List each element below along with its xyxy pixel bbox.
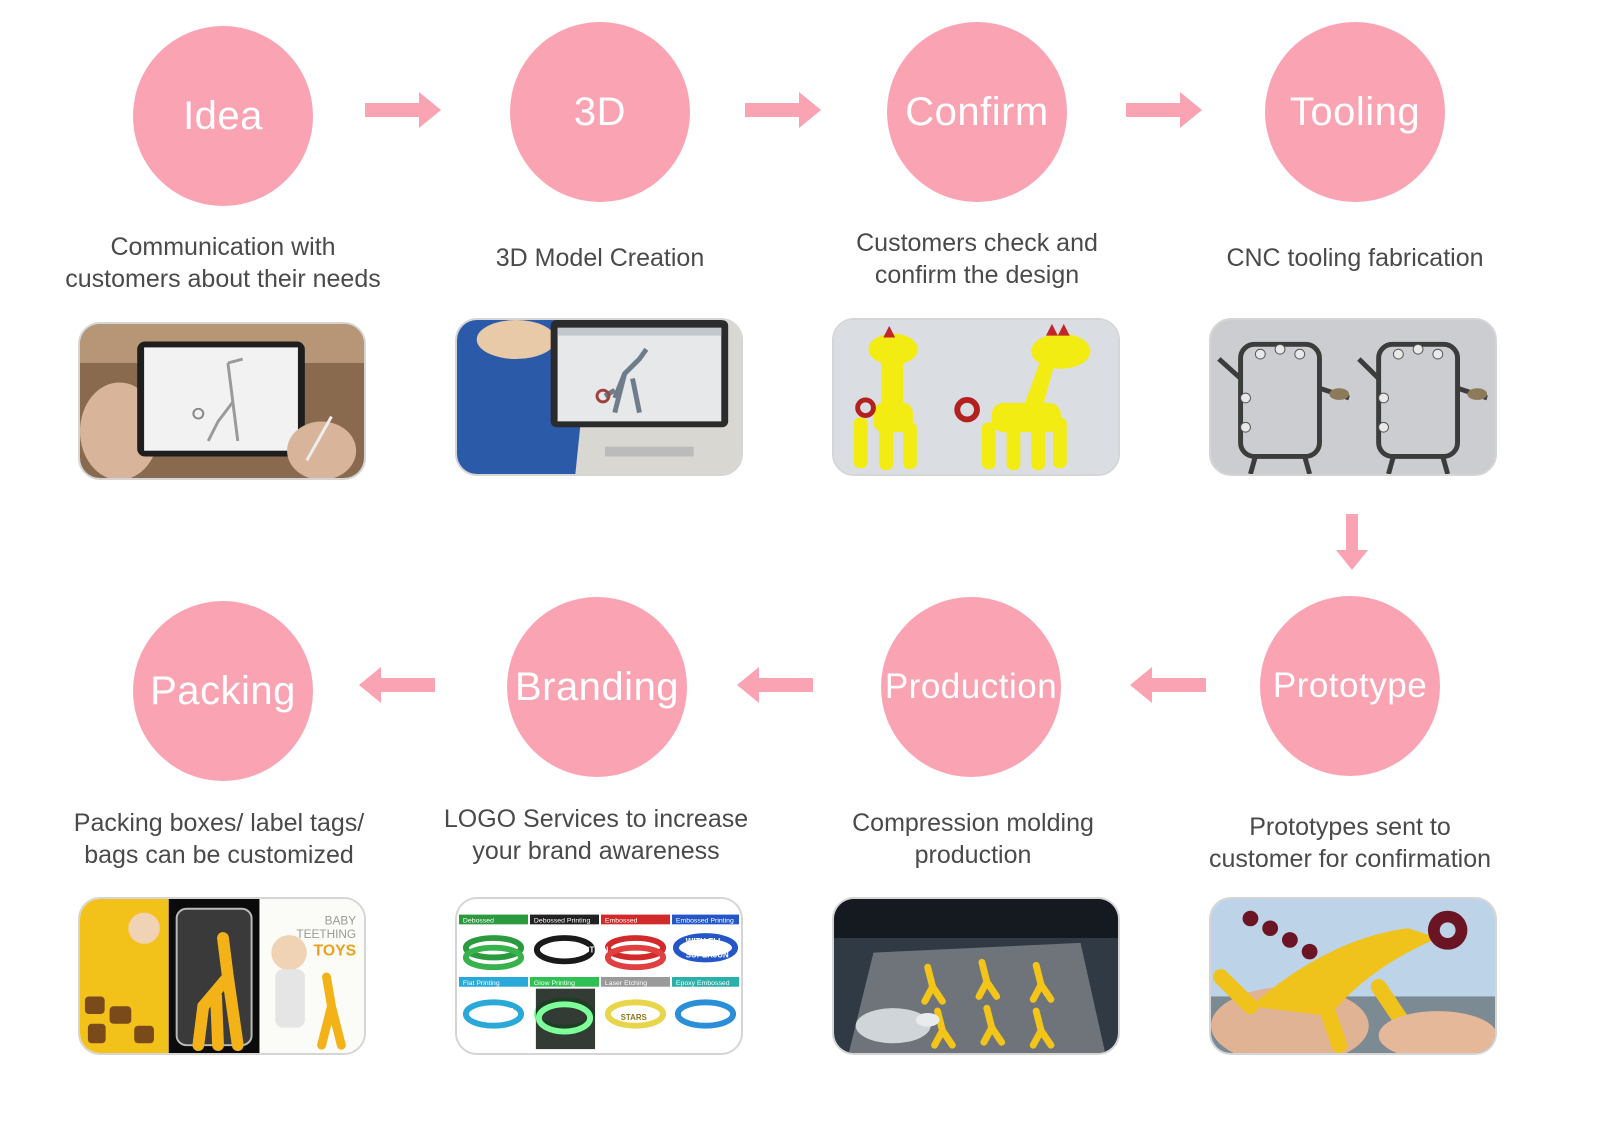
packaging-photo: BABY TEETHING TOYS [78, 897, 366, 1055]
wristband-label: Embossed [605, 917, 638, 924]
step-title: Prototype [1272, 666, 1428, 705]
description-line: Compression molding [852, 809, 1094, 837]
arrow-right-icon [745, 92, 821, 128]
wristband-label: Flat Printing [463, 980, 500, 987]
step-title: 3D [573, 89, 627, 134]
step-description-production: Compression molding production [783, 807, 1163, 871]
step-description-tooling: CNC tooling fabrication [1165, 242, 1545, 274]
packaging-text: TEETHING [296, 928, 356, 941]
step-title: Production [884, 667, 1058, 706]
description-line: Packing boxes/ label tags/ [73, 809, 365, 837]
wristband-text: ONE LIVE [477, 1007, 514, 1016]
step-title: Packing [150, 668, 296, 713]
description-line: Prototypes sent to [1249, 813, 1451, 841]
wristband-label: Debossed [463, 917, 494, 924]
description-line: 3D Model Creation [495, 244, 705, 272]
step-description-branding: LOGO Services to increase your brand awa… [406, 803, 786, 867]
description-line: LOGO Services to increase [443, 805, 749, 833]
wristband-label: Debossed Printing [534, 917, 591, 924]
description-line: production [914, 841, 1032, 869]
step-circle-idea: Idea [133, 26, 313, 206]
wristband-text: SUPERJUN [686, 951, 729, 960]
step-title: Confirm [905, 89, 1049, 134]
packaging-text: BABY [325, 914, 357, 927]
arrow-right-icon [1126, 92, 1202, 128]
molding-tray-photo [832, 897, 1120, 1055]
step-title: Tooling [1289, 89, 1421, 134]
description-line: Customers check and [856, 229, 1098, 257]
wristband-text: WITH ELI [686, 937, 721, 946]
arrow-left-icon [359, 667, 435, 703]
step-description-confirm: Customers check and confirm the design [787, 227, 1167, 291]
prototype-hand-photo [1209, 897, 1497, 1055]
tablet-sketch-photo [78, 322, 366, 480]
step-circle-branding: Branding [507, 597, 687, 777]
step-description-packing: Packing boxes/ label tags/ bags can be c… [29, 807, 409, 871]
wristband-label: Laser Etching [605, 980, 647, 987]
arrow-left-icon [1130, 667, 1206, 703]
description-line: bags can be customized [84, 841, 354, 869]
step-description-prototype: Prototypes sent to customer for confirma… [1160, 811, 1540, 875]
step-circle-packing: Packing [133, 601, 313, 781]
step-description-3d: 3D Model Creation [410, 242, 790, 274]
wristband-text: STARS [621, 1013, 647, 1022]
wristband-text: ONE DIRECTION [546, 946, 609, 955]
step-circle-3d: 3D [510, 22, 690, 202]
steel-mold-photo [1209, 318, 1497, 476]
description-line: CNC tooling fabrication [1226, 244, 1484, 272]
step-circle-production: Production [881, 597, 1061, 777]
description-line: customers about their needs [65, 265, 381, 293]
arrow-left-icon [737, 667, 813, 703]
wristband-label: Glow Printing [534, 980, 575, 987]
cad-monitor-photo [455, 318, 743, 476]
step-circle-tooling: Tooling [1265, 22, 1445, 202]
step-circle-confirm: Confirm [887, 22, 1067, 202]
wristband-label: Embossed Printing [676, 917, 734, 924]
giraffe-render-photo [832, 318, 1120, 476]
arrow-right-icon [365, 92, 441, 128]
wristband-label: Epoxy Embossed [676, 980, 730, 987]
description-line: confirm the design [874, 261, 1080, 289]
step-circle-prototype: Prototype [1260, 596, 1440, 776]
step-title: Branding [514, 664, 680, 709]
step-title: Idea [183, 93, 263, 138]
arrow-down-icon [1336, 514, 1368, 570]
description-line: Communication with [110, 233, 336, 261]
step-description-idea: Communication with customers about their… [33, 231, 413, 295]
description-line: your brand awareness [472, 837, 720, 865]
wristband-logo-photo: Debossed Debossed Printing Embossed Embo… [455, 897, 743, 1055]
description-line: customer for confirmation [1208, 845, 1492, 873]
packaging-text: TOYS [313, 943, 356, 960]
